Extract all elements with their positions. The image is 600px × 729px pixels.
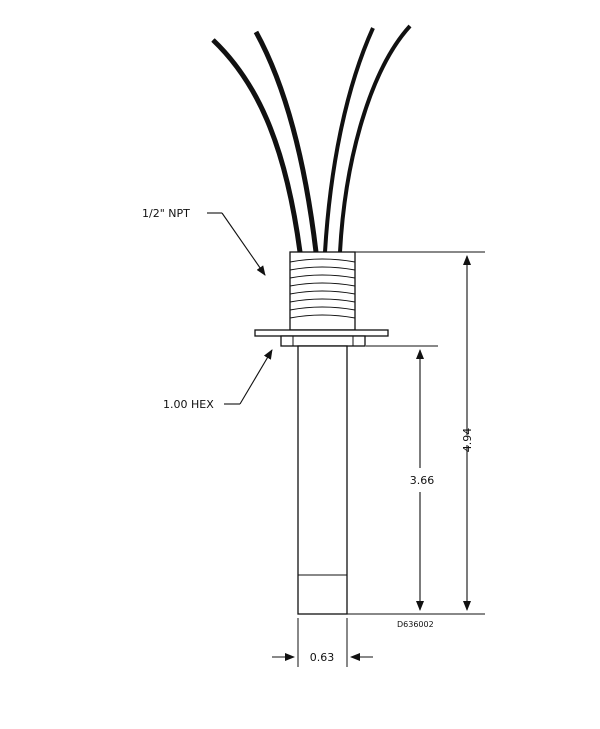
hex-callout: 1.00 HEX — [163, 349, 273, 411]
diameter-dimension: 0.63 — [272, 618, 373, 667]
thread-callout: 1/2" NPT — [142, 207, 266, 276]
drawing-number: D636002 — [397, 620, 434, 629]
overall-length-label: 4.94 — [461, 428, 474, 453]
sheath-length-label: 3.66 — [410, 474, 435, 487]
lead-wire-white-1 — [211, 38, 303, 253]
npt-fitting — [289, 251, 356, 331]
thread-label: 1/2" NPT — [142, 207, 190, 220]
heater-sheath — [297, 345, 348, 615]
sheath-length-dimension: 3.66 — [366, 345, 438, 611]
lead-wire-black-2 — [338, 24, 412, 253]
hex-flange — [254, 329, 389, 347]
lead-wires — [211, 24, 412, 253]
hex-label: 1.00 HEX — [163, 398, 214, 411]
lead-wire-white-2 — [253, 30, 319, 253]
diameter-label: 0.63 — [310, 651, 335, 664]
overall-length-dimension: 4.94 — [347, 251, 485, 615]
lead-wire-black-1 — [323, 27, 375, 253]
